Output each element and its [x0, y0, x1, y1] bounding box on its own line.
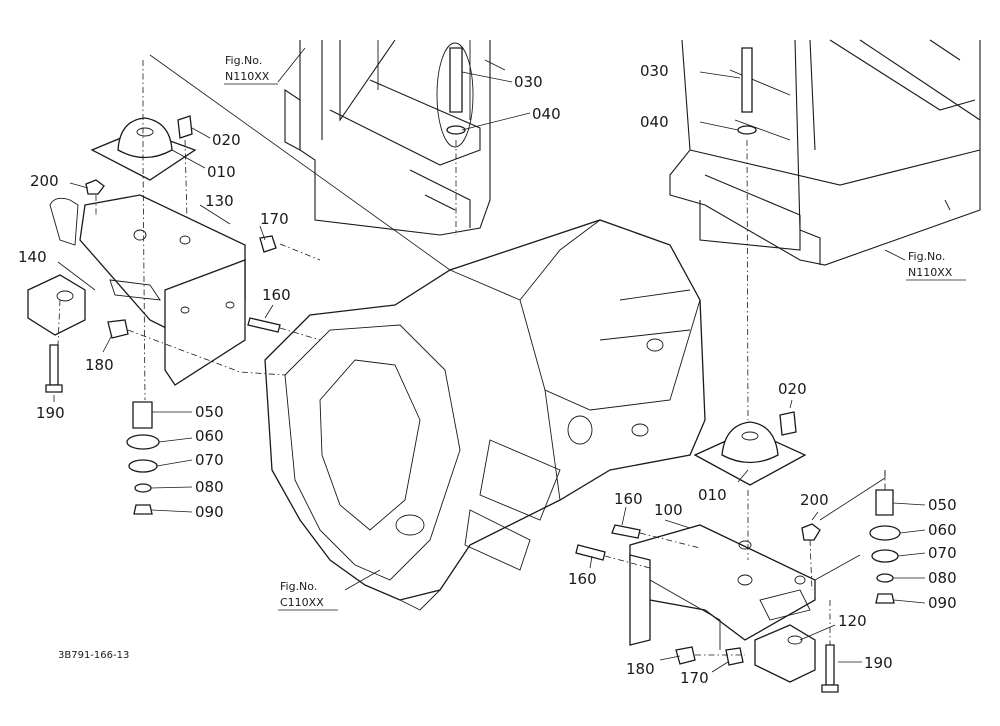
- fig-ref-top-right-line1: Fig.No.: [908, 250, 945, 263]
- fig-ref-top-left-line1: Fig.No.: [225, 54, 262, 67]
- callout-100: 100: [654, 501, 683, 519]
- figure-references: Fig.No. N110XX Fig.No. N110XX Fig.No. C1…: [224, 54, 966, 611]
- transmission-case: [264, 219, 706, 611]
- callout-090-left: 090: [195, 503, 224, 521]
- frame-top-right: [669, 39, 981, 266]
- callout-010-left: 010: [207, 163, 236, 181]
- callout-200-left: 200: [30, 172, 59, 190]
- fig-ref-top-right-line2: N110XX: [908, 266, 953, 279]
- right-mount-assembly: [575, 47, 901, 693]
- callout-050-right: 050: [928, 496, 957, 514]
- callout-190-left: 190: [36, 404, 65, 422]
- callout-020-left: 020: [212, 131, 241, 149]
- leader-lines: [53, 47, 926, 673]
- callout-050-left: 050: [195, 403, 224, 421]
- fig-ref-bottom-line1: Fig.No.: [280, 580, 317, 593]
- callout-090-right: 090: [928, 594, 957, 612]
- fig-ref-bottom-line2: C110XX: [280, 596, 324, 609]
- callout-070-right: 070: [928, 544, 957, 562]
- callout-160-right-lower: 160: [568, 570, 597, 588]
- callout-040-left: 040: [532, 105, 561, 123]
- callout-010-right: 010: [698, 486, 727, 504]
- drawing-code: 3B791-166-13: [58, 650, 129, 661]
- callout-130: 130: [205, 192, 234, 210]
- callout-170-right: 170: [680, 669, 709, 687]
- callout-labels: 030 040 020 010 200 130 170 140 160 180 …: [18, 62, 957, 687]
- callout-070-left: 070: [195, 451, 224, 469]
- callout-180-right: 180: [626, 660, 655, 678]
- callout-030-right: 030: [640, 62, 669, 80]
- callout-120: 120: [838, 612, 867, 630]
- fig-ref-top-left-line2: N110XX: [225, 70, 270, 83]
- callout-080-left: 080: [195, 478, 224, 496]
- callout-190-right: 190: [864, 654, 893, 672]
- left-mount-assembly: [27, 42, 474, 515]
- callout-180-left: 180: [85, 356, 114, 374]
- frame-top-left: [284, 39, 506, 236]
- callout-060-left: 060: [195, 427, 224, 445]
- callout-200-right: 200: [800, 491, 829, 509]
- callout-030-left: 030: [514, 73, 543, 91]
- callout-160-left: 160: [262, 286, 291, 304]
- callout-040-right: 040: [640, 113, 669, 131]
- callout-060-right: 060: [928, 521, 957, 539]
- callout-080-right: 080: [928, 569, 957, 587]
- callout-140: 140: [18, 248, 47, 266]
- callout-170-left: 170: [260, 210, 289, 228]
- callout-160-right-upper: 160: [614, 490, 643, 508]
- callout-020-right: 020: [778, 380, 807, 398]
